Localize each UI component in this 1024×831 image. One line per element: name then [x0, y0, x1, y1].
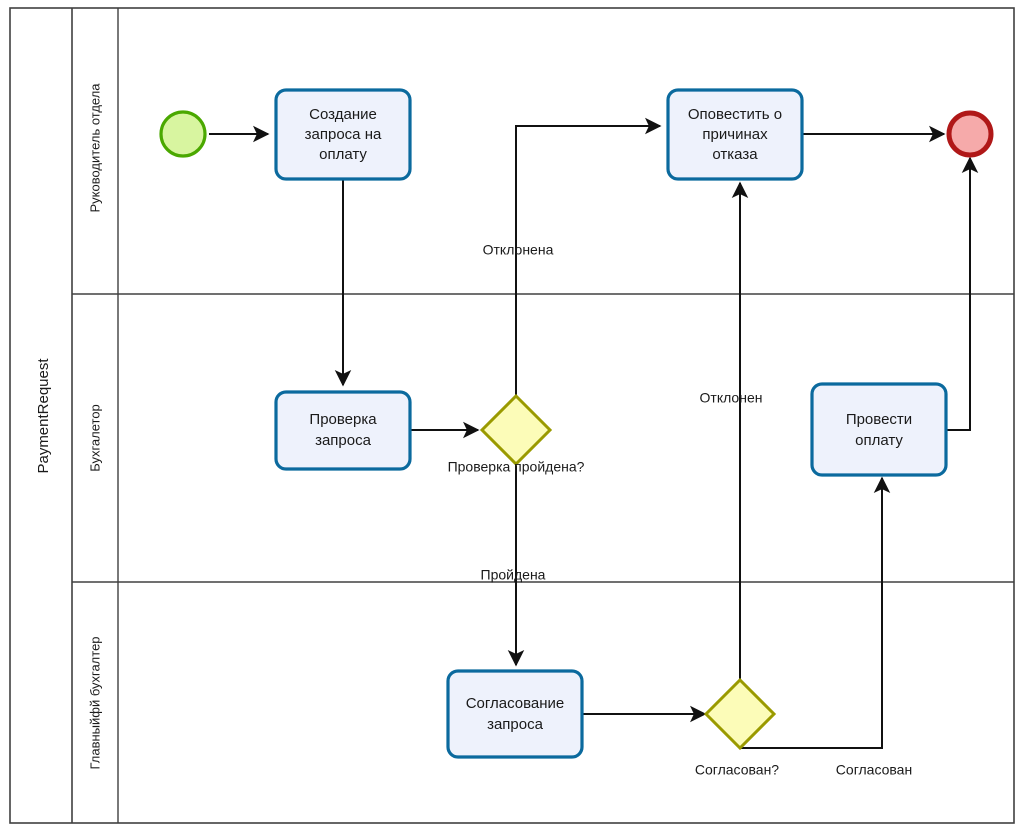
task-make-payment-rect[interactable] — [810, 382, 948, 477]
task-approve-request-line-2: запроса — [487, 716, 544, 733]
task-create-request-line-3: оплату — [319, 146, 367, 163]
task-check-request[interactable]: Проверка запроса — [274, 390, 412, 471]
flow-gateway-rejected-to-notify — [515, 117, 662, 396]
end-event[interactable] — [946, 110, 994, 158]
task-notify-rejection-line-1: Оповестить о — [688, 106, 782, 123]
task-notify-rejection-line-2: причинах — [702, 126, 768, 143]
lane-label-head: Руководитель отдела — [87, 83, 102, 213]
task-create-request-line-1: Создание — [309, 106, 377, 123]
lane-label-chief-accountant: Главныйфй бухгалтер — [87, 636, 102, 769]
task-check-request-line-2: запроса — [315, 432, 372, 449]
gateway-check-passed-label: Проверка пройдена? — [448, 459, 585, 475]
task-check-request-rect[interactable] — [274, 390, 412, 471]
sequence-flows — [209, 117, 979, 749]
gateway-approved[interactable]: Согласован? — [695, 677, 779, 778]
gateway-check-passed-shape[interactable] — [479, 393, 553, 467]
flow-labels: Отклонена Пройдена Отклонен Согласован — [481, 242, 913, 778]
lane-label-accountant: Бухгалетор — [87, 404, 102, 472]
flow-label-rejected-male: Отклонен — [700, 390, 763, 406]
flow-label-passed: Пройдена — [481, 567, 546, 583]
gateway-approved-shape[interactable] — [703, 677, 777, 751]
flow-label-approved: Согласован — [836, 762, 912, 778]
gateway-approved-label: Согласован? — [695, 762, 779, 778]
flow-gateway-approved-to-payment — [740, 476, 891, 749]
task-make-payment-line-1: Провести — [846, 411, 912, 428]
task-notify-rejection[interactable]: Оповестить о причинах отказа — [666, 88, 804, 181]
start-event-circle[interactable] — [159, 110, 207, 158]
task-approve-request-line-1: Согласование — [466, 695, 565, 712]
task-create-request[interactable]: Создание запроса на оплату — [274, 88, 412, 181]
pool-label: PaymentRequest — [35, 358, 52, 474]
task-approve-request-rect[interactable] — [446, 669, 584, 759]
task-create-request-line-2: запроса на — [305, 126, 382, 143]
task-check-request-line-1: Проверка — [309, 411, 377, 428]
task-notify-rejection-rect[interactable] — [666, 88, 804, 181]
gateway-check-passed[interactable]: Проверка пройдена? — [448, 393, 585, 475]
flow-label-rejected-female: Отклонена — [483, 242, 554, 258]
task-approve-request[interactable]: Согласование запроса — [446, 669, 584, 759]
task-make-payment-line-2: оплату — [855, 432, 903, 449]
flow-payment-to-end — [946, 156, 979, 431]
task-create-request-rect[interactable] — [274, 88, 412, 181]
end-event-circle[interactable] — [946, 110, 994, 158]
start-event[interactable] — [159, 110, 207, 158]
task-notify-rejection-line-3: отказа — [712, 146, 758, 163]
task-make-payment[interactable]: Провести оплату — [810, 382, 948, 477]
